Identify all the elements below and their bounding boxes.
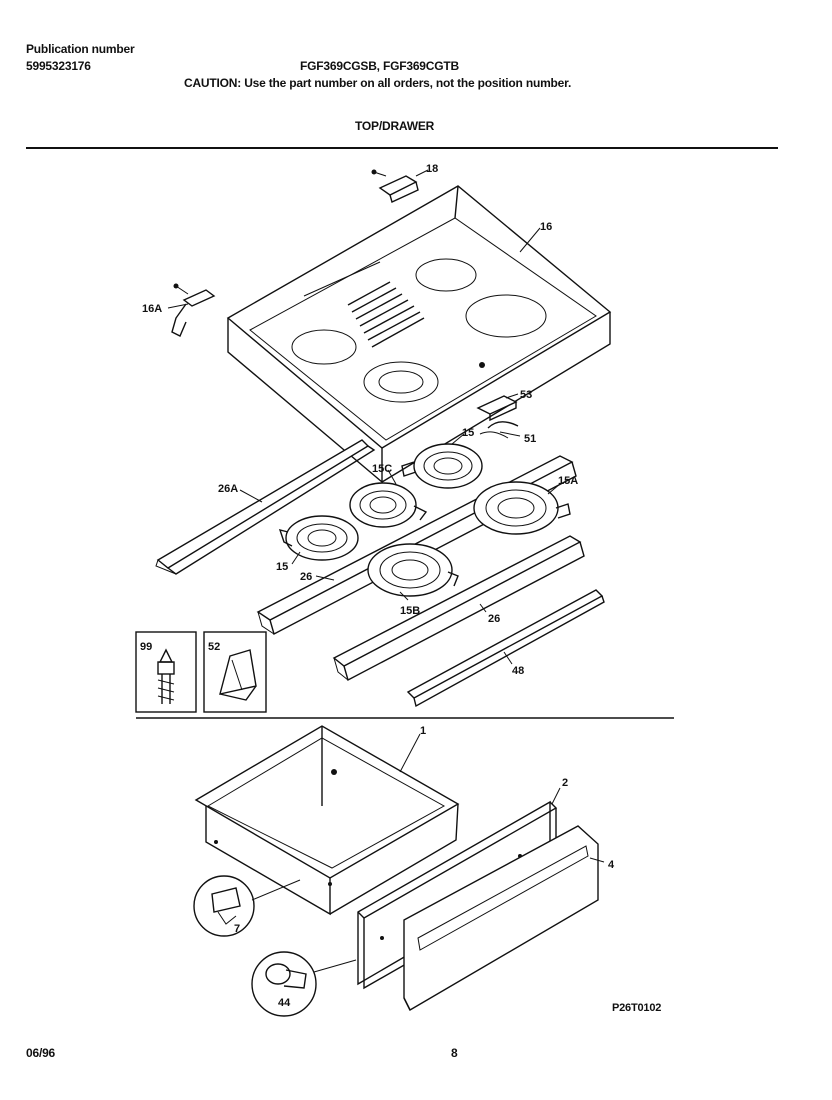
cooktop-burner-rings [291,258,547,403]
callout-51: 51 [524,433,536,445]
support-rail-26-right [332,535,585,682]
callout-15-left: 15 [276,561,288,573]
trim-rail-48 [406,589,605,708]
section-title: TOP/DRAWER [355,119,435,133]
surface-element-15C [349,482,428,528]
inset-box-screw [135,631,197,713]
callout-26-left: 26 [300,571,312,583]
hinge-bracket-right [371,169,419,203]
diagram-code: P26T0102 [612,1002,662,1014]
publication-label: Publication number [26,42,135,56]
callout-26-right: 26 [488,613,500,625]
cooktop-vent-slots [347,281,425,348]
drawer-handle-trim [403,825,599,1011]
cooktop-panel [226,185,612,484]
footer-page-number: 8 [451,1046,458,1060]
callout-18: 18 [426,163,438,175]
surface-element-15B [367,543,459,597]
footer-date: 06/96 [26,1046,56,1060]
surface-element-15A [473,481,571,535]
surface-element-15-left [278,515,359,561]
header-divider [26,147,778,149]
callout-15A: 15A [558,475,578,487]
callout-16: 16 [540,221,552,233]
callout-26A: 26A [218,483,238,495]
model-numbers: FGF369CGSB, FGF369CGTB [300,59,459,73]
callout-15B: 15B [400,605,420,617]
callout-15-top: 15 [462,427,474,439]
callout-15C: 15C [372,463,392,475]
callout-99: 99 [140,641,152,653]
leader-lines [167,169,605,863]
surface-element-15-top [401,443,483,489]
publication-number: 5995323176 [26,59,91,73]
callout-1: 1 [420,725,426,737]
callout-2: 2 [562,777,568,789]
callout-7: 7 [234,923,240,935]
callout-52: 52 [208,641,220,653]
detail-bubble-clip [193,875,301,937]
callout-4: 4 [608,859,615,871]
support-rail-26A [155,439,376,575]
drawer-box [194,725,460,916]
hinge-bracket-left [171,283,216,337]
detail-bubble-glide [251,951,357,1017]
inset-box-clip [203,631,267,713]
terminal-block [476,395,519,439]
callout-44: 44 [278,997,291,1009]
caution-note: CAUTION: Use the part number on all orde… [184,76,572,90]
cooktop-indicator-dot [479,362,485,368]
callout-16A: 16A [142,303,162,315]
callout-53: 53 [520,389,532,401]
callout-48: 48 [512,665,524,677]
